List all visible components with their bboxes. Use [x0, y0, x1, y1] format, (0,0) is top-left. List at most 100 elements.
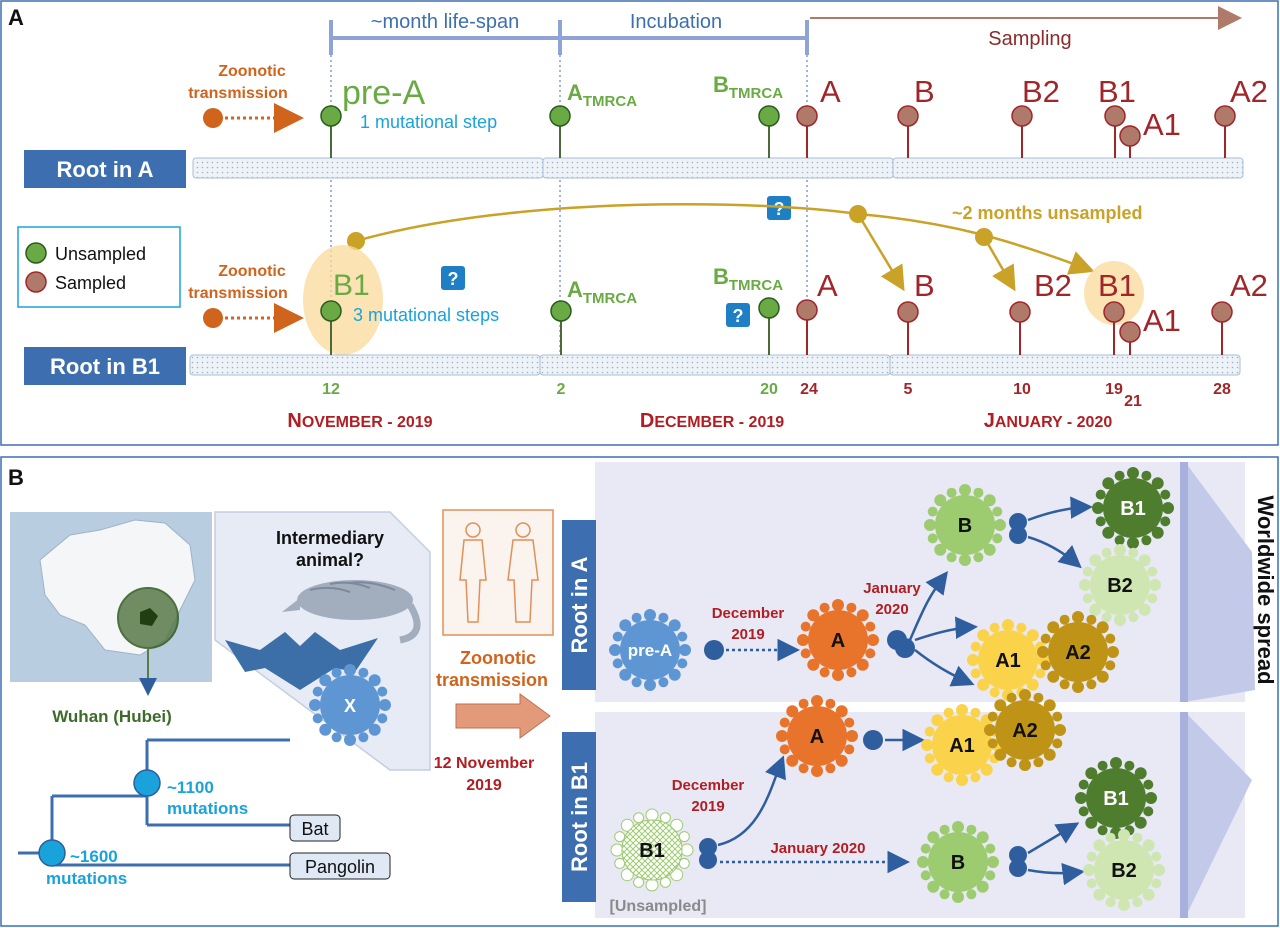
virus-b1-unsampled — [621, 819, 683, 881]
root-a-tab — [562, 520, 596, 690]
day-20: 20 — [760, 381, 778, 398]
a2-label-1: A2 — [1230, 74, 1268, 109]
month-nov: NOVEMBER - 2019 — [287, 410, 432, 432]
virus-b1-unsampled-label: B1 — [639, 840, 665, 862]
virus-b2-label: B2 — [1107, 575, 1133, 597]
link-node-6b — [1009, 859, 1027, 877]
b2-label-2: B2 — [1034, 268, 1072, 303]
legend-box — [17, 226, 181, 308]
virus-a2-b1-label: A2 — [1012, 720, 1038, 742]
b2-label-1: B2 — [1022, 74, 1060, 109]
question-mark-3: ? — [733, 306, 744, 326]
day-19: 19 — [1105, 381, 1123, 398]
root-b1-tab — [562, 732, 596, 902]
b2-node-1 — [1011, 105, 1033, 127]
bat-label: Bat — [301, 819, 328, 839]
intermediary-label-1: Intermediary — [276, 528, 384, 548]
day-5: 5 — [904, 381, 913, 398]
virus-pre-a-label: pre-A — [628, 641, 672, 660]
bat-icon — [225, 632, 378, 690]
root-b1-label: Root in B1 — [50, 354, 160, 379]
b-label-2: B — [914, 268, 935, 303]
link-node-6a — [1009, 846, 1027, 864]
day-2: 2 — [557, 381, 566, 398]
mut1600-b: mutations — [46, 869, 127, 888]
row2-nodes — [320, 297, 1233, 355]
a-node-1 — [796, 105, 818, 127]
row1-nodes — [320, 105, 1236, 158]
btmrca-node-1 — [758, 105, 780, 127]
spread-bar-1 — [1180, 462, 1188, 702]
a-node-2 — [796, 299, 818, 321]
bat-box — [289, 814, 341, 842]
a2-node-2 — [1211, 301, 1233, 323]
date-b-1: 12 November — [434, 755, 535, 772]
link-node-2b — [895, 638, 915, 658]
b1-highlight-right — [1084, 261, 1144, 325]
link-node-3b — [1009, 526, 1027, 544]
b1-label-2: B1 — [1098, 268, 1136, 303]
one-step-label: 1 mutational step — [360, 112, 497, 132]
zoonotic-label-1b: transmission — [188, 85, 288, 102]
gold-node-3 — [975, 228, 993, 246]
virus-b1-b1-label: B1 — [1103, 788, 1129, 810]
b2-node-2 — [1009, 301, 1031, 323]
pre-a-node — [320, 105, 342, 127]
virus-b2-b1-label: B2 — [1111, 860, 1137, 882]
atmrca-node-1 — [549, 105, 571, 127]
day-24: 24 — [800, 381, 818, 398]
zoonotic-dot-2 — [203, 308, 223, 328]
virus-a2-label: A2 — [1065, 642, 1091, 664]
pangolin-box — [289, 852, 391, 880]
question-box-2 — [441, 266, 465, 290]
intermediary-label-2: animal? — [296, 550, 364, 570]
dec-label-b1-2: 2019 — [691, 798, 724, 815]
legend-sampled-marker — [25, 271, 47, 293]
link-b1-to-a — [717, 755, 786, 847]
human-icon — [459, 522, 539, 623]
arrow-to-b2 — [982, 236, 1016, 292]
timeline-bar-2 — [189, 354, 1241, 376]
atmrca-label-2: ATMRCA — [567, 277, 637, 307]
link-node-5 — [863, 730, 883, 750]
b1-node-2 — [1103, 301, 1125, 323]
link-b-to-b2 — [1027, 535, 1082, 569]
b1-root-label: B1 — [333, 269, 370, 302]
legend-sampled-label: Sampled — [55, 273, 126, 293]
link-node-4a — [699, 838, 717, 856]
node-1600 — [38, 839, 66, 867]
link-a-to-a1 — [914, 616, 978, 642]
b1-highlight-left — [303, 245, 383, 355]
legend-unsampled-label: Unsampled — [55, 244, 146, 264]
mut1100-b: mutations — [167, 799, 248, 818]
pangolin-label: Pangolin — [305, 857, 375, 877]
virus-x-label: X — [344, 696, 356, 716]
sampling-label: Sampling — [988, 28, 1071, 50]
dec-label-a-1: December — [712, 605, 785, 622]
gold-node-1 — [347, 232, 365, 250]
three-steps-label: 3 mutational steps — [353, 305, 499, 325]
hubei-shape — [140, 608, 158, 626]
incubation-label: Incubation — [630, 11, 722, 33]
virus-b-b1-label: B — [951, 852, 965, 874]
jan-label-a-2: 2020 — [875, 601, 908, 618]
legend-unsampled-marker — [25, 242, 47, 264]
root-a-tab-label: Root in A — [567, 556, 592, 653]
unsampled-label: [Unsampled] — [610, 898, 707, 915]
day-10: 10 — [1013, 381, 1031, 398]
root-b1-tab-label: Root in B1 — [567, 762, 592, 872]
date-b-2: 2019 — [466, 777, 502, 794]
link-node-1 — [704, 640, 724, 660]
panel-a-label: A — [8, 5, 24, 30]
virus-a-label: A — [831, 630, 845, 652]
link-b-to-b1-b1 — [1027, 822, 1080, 855]
btmrca-label-2: BTMRCA — [713, 264, 783, 294]
pre-a-label: pre-A — [342, 74, 425, 112]
dec-label-a-2: 2019 — [731, 626, 764, 643]
lifespan-label: ~month life-span — [371, 11, 519, 33]
zoonotic-b-1: Zoonotic — [460, 648, 536, 668]
spread-bar-2 — [1180, 712, 1188, 918]
link-node-4b — [699, 851, 717, 869]
virus-a1-label: A1 — [995, 650, 1021, 672]
